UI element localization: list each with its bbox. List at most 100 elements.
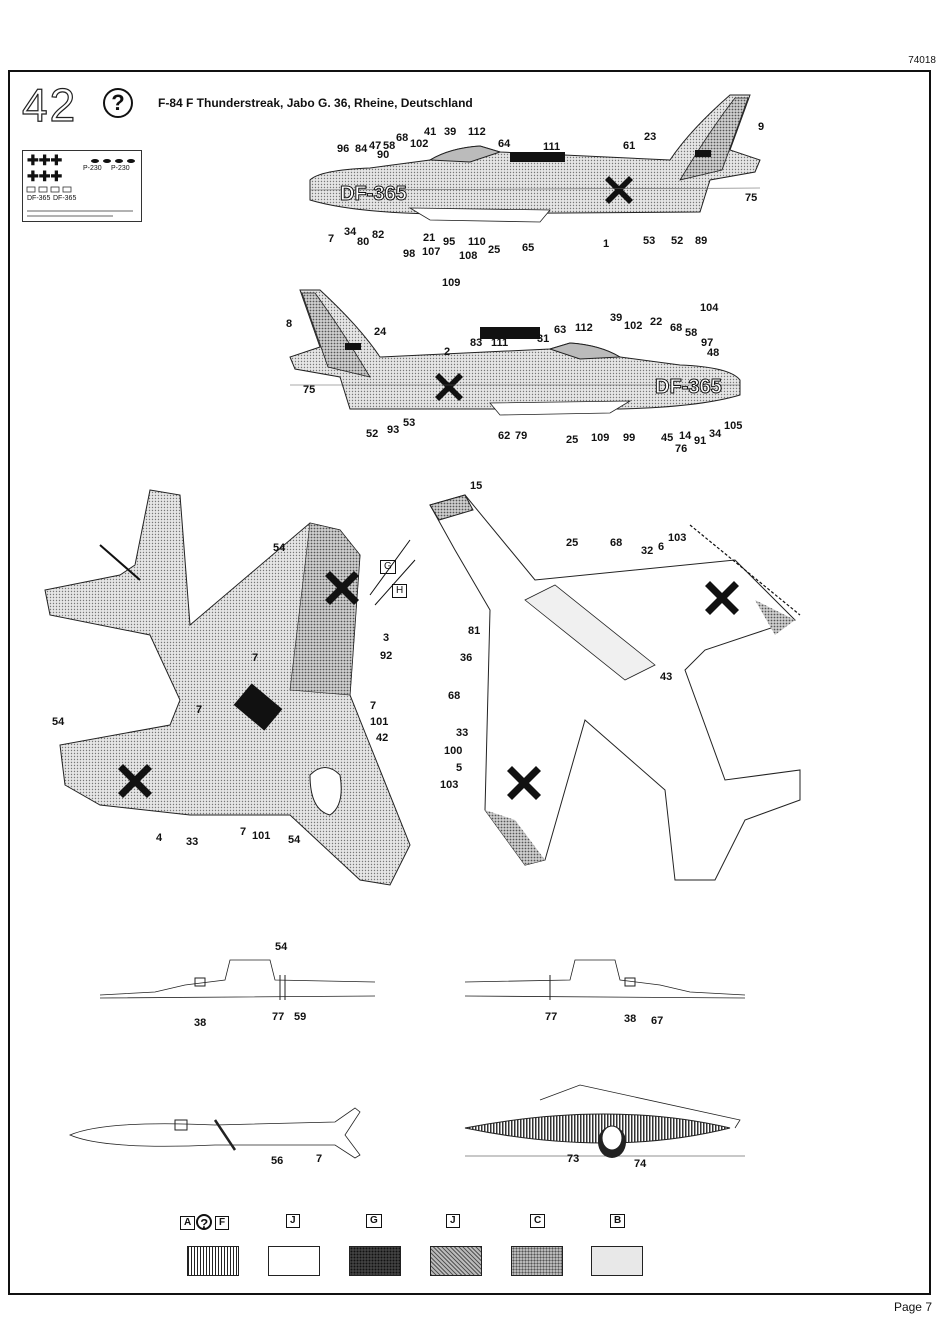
callout: 104 [700,302,719,314]
callout: 56 [271,1155,284,1167]
callout: 4 [156,832,163,844]
detail-view-d [464,1084,745,1158]
flag-h: H [392,580,408,598]
callout: 103 [668,532,687,544]
callout: 7 [196,704,203,716]
callout: 52 [366,428,379,440]
color-chip [430,1246,482,1276]
callout: 7 [370,700,377,712]
callout: 89 [695,235,708,247]
callout: 9 [758,121,765,133]
callout: 31 [537,333,550,345]
callout: 39 [444,126,457,138]
callout: 54 [52,716,65,728]
callout: 7 [240,826,247,838]
callout: 99 [623,432,636,444]
callout: 68 [396,132,409,144]
callout: 3 [383,632,390,644]
callout: 75 [745,192,758,204]
callout: 74 [634,1158,647,1170]
color-chip [511,1246,563,1276]
callout: 7 [252,652,259,664]
callout: 59 [294,1011,307,1023]
detail-view-a [99,959,376,1000]
callout: 23 [644,131,657,143]
callout: 34 [709,428,722,440]
cross-insignia [507,766,541,800]
callout: 105 [724,420,743,432]
callout: 81 [468,625,481,637]
step-title: F-84 F Thunderstreak, Jabo G. 36, Rheine… [158,96,473,110]
fuselage-code: DF-365 [655,376,723,399]
callout: 54 [273,542,286,554]
callout: 7 [316,1153,323,1165]
callout: 65 [522,242,535,254]
callout: 48 [707,347,720,359]
callout: 7 [328,233,335,245]
callout: 77 [272,1011,285,1023]
bottom-view-aircraft [429,494,801,881]
callout: 53 [643,235,656,247]
side-view-left-aircraft [309,94,761,223]
detail-view-b [464,959,746,1000]
legend-label-j: J [286,1214,301,1228]
svg-text:✚✚✚: ✚✚✚ [27,152,62,168]
decal-code: DF-365 [53,195,77,202]
legend-label-b: B [610,1214,626,1228]
callout: 34 [344,226,357,238]
callout: 67 [651,1015,664,1027]
callout: 68 [610,537,623,549]
callout: 45 [661,432,674,444]
callout: 75 [303,384,316,396]
help-icon: ? [103,88,133,118]
flag-g: G [380,556,397,574]
callout: 54 [275,941,288,953]
callout: 93 [387,424,400,436]
callout: 6 [658,541,665,553]
callout: 61 [623,140,636,152]
decal-sheet-drawing: ✚✚✚ ✚✚✚ [26,152,135,217]
callout: 101 [252,830,271,842]
callout: 102 [624,320,643,332]
top-view-aircraft [44,489,416,886]
callout: 68 [448,690,461,702]
page-frame [8,70,931,1295]
callout: 24 [374,326,387,338]
decal-sheet-thumbnail: ✚✚✚ ✚✚✚ P-230 P-230 DF-365 DF-365 [22,150,142,222]
callout: 52 [671,235,684,247]
callout: 42 [376,732,389,744]
legend-label-a: A? F [180,1214,230,1231]
color-chip [591,1246,643,1276]
svg-text:✚✚✚: ✚✚✚ [27,168,62,184]
callout: 112 [468,126,486,138]
callout: 95 [443,236,456,248]
decal-code: DF-365 [27,195,51,202]
callout: 38 [194,1017,207,1029]
callout: 25 [566,434,579,446]
callout: 25 [488,244,501,256]
callout: 62 [498,430,511,442]
callout: 108 [459,250,478,262]
color-chip [187,1246,239,1276]
legend-label-c: C [530,1214,546,1228]
callout: 90 [377,149,390,161]
decal-code: P-230 [111,165,130,172]
callout: 112 [575,322,593,334]
decal-code: P-230 [83,165,102,172]
callout: 63 [554,324,567,336]
callout: 1 [603,238,610,250]
callout: 101 [370,716,389,728]
fuselage-code: DF-365 [340,183,408,206]
callout: 2 [444,346,451,358]
callout: 36 [460,652,473,664]
callout: 68 [670,322,683,334]
callout: 5 [456,762,463,774]
color-chip [268,1246,320,1276]
callout: 76 [675,443,688,455]
callout: 98 [403,248,416,260]
callout: 21 [423,232,436,244]
callout: 79 [515,430,528,442]
callout: 54 [288,834,301,846]
callout: 77 [545,1011,558,1023]
callout: 92 [380,650,393,662]
